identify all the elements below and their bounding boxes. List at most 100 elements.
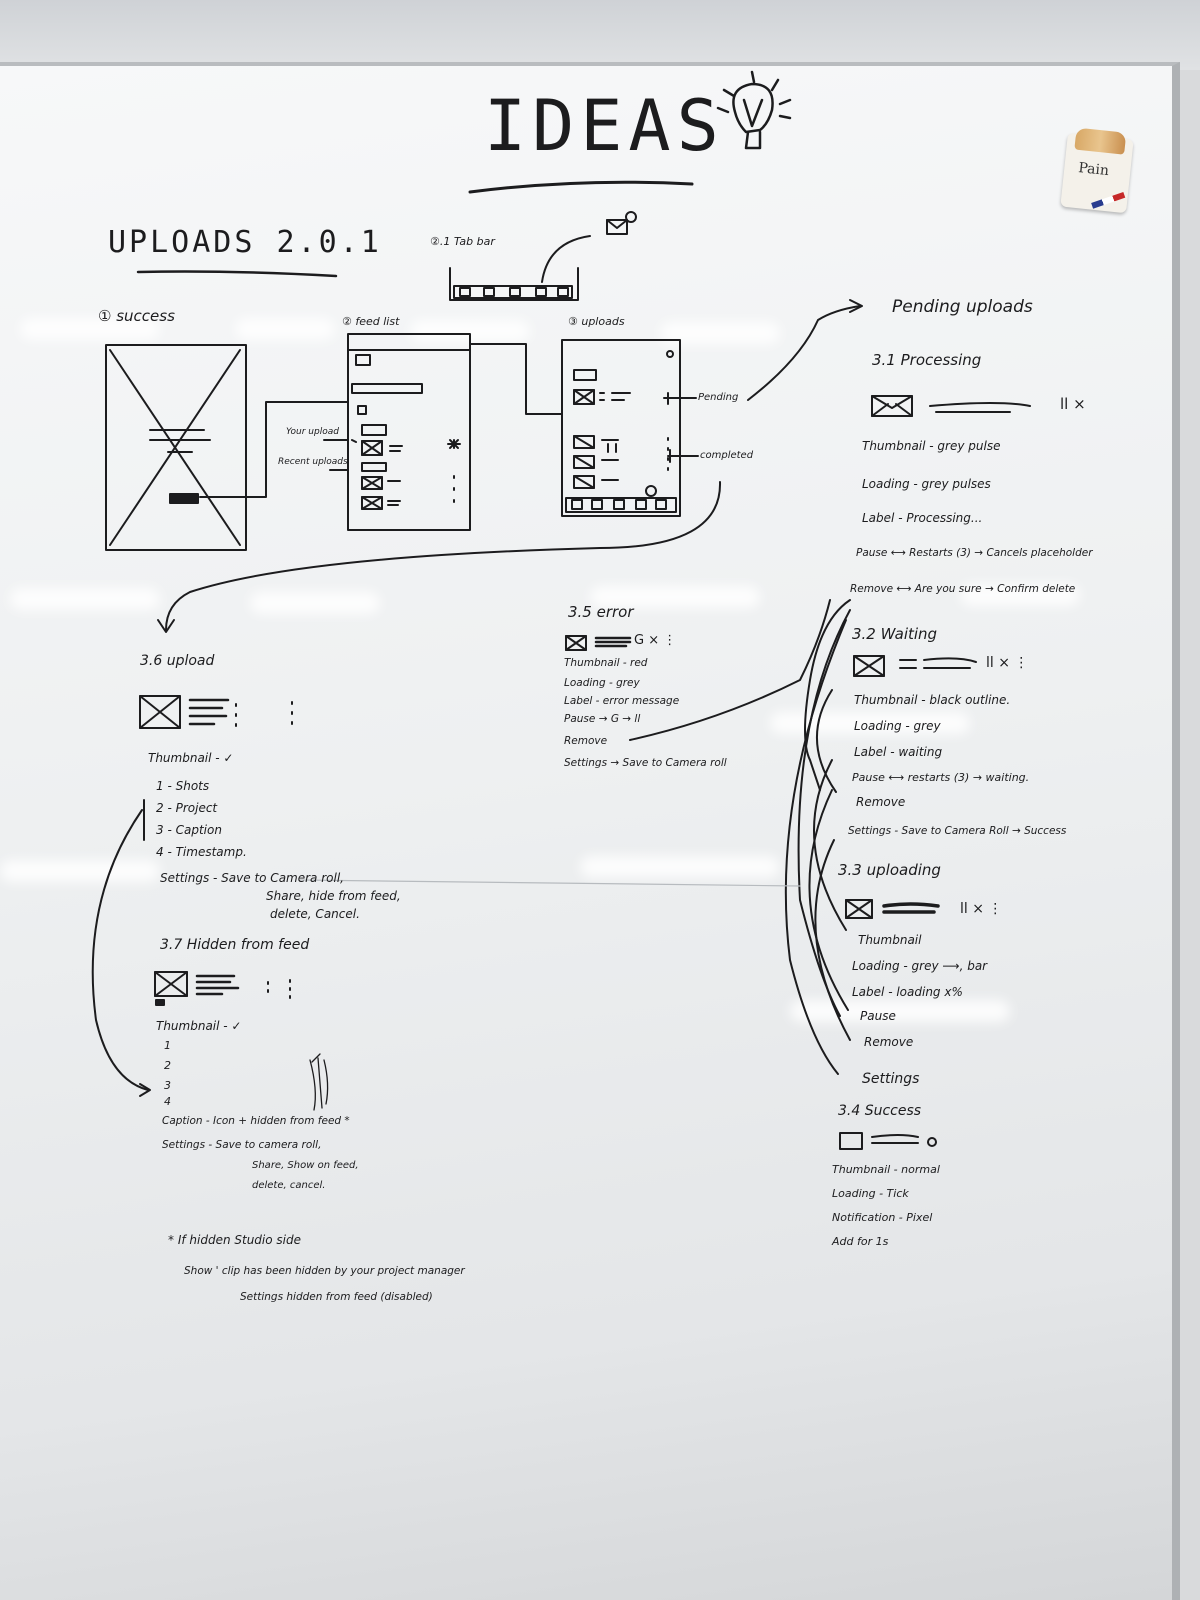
success-phone-wireframe bbox=[105, 344, 247, 551]
arrow-head bbox=[157, 619, 175, 633]
sketch-label: Your upload bbox=[286, 427, 339, 437]
glare-reflection bbox=[590, 586, 760, 608]
glare-reflection bbox=[0, 860, 160, 882]
hidden-row-sketch bbox=[154, 971, 291, 1006]
board-subtitle: UPLOADS 2.0.1 bbox=[108, 225, 382, 260]
faint-line bbox=[299, 879, 801, 887]
section-title: 3.2 Waiting bbox=[852, 625, 938, 643]
note-line: 1 bbox=[164, 1039, 171, 1052]
row-controls: ll × ⋮ bbox=[960, 901, 1003, 917]
note-line: Pause ⟷ Restarts (3) → Cancels placehold… bbox=[856, 547, 1093, 559]
arrow-to-upload bbox=[165, 481, 722, 631]
section-title: 3.6 upload bbox=[140, 653, 215, 669]
footnote-line: * If hidden Studio side bbox=[168, 1233, 301, 1247]
glare-reflection bbox=[250, 592, 380, 614]
glare-reflection bbox=[235, 318, 335, 340]
glare-reflection bbox=[580, 856, 780, 878]
sketch-label: ② feed list bbox=[342, 315, 400, 328]
arrow-from-error bbox=[629, 599, 831, 741]
row-controls: ll × bbox=[1060, 395, 1086, 413]
row-controls: ll × ⋮ bbox=[986, 655, 1029, 671]
note-line: Label - Processing... bbox=[862, 511, 983, 525]
success-row-sketch bbox=[839, 1132, 937, 1150]
section-title: 3.3 uploading bbox=[838, 861, 941, 879]
note-line: Loading - grey ⟶, bar bbox=[852, 959, 988, 973]
section-title: 3.7 Hidden from feed bbox=[160, 937, 310, 953]
glare-reflection bbox=[960, 584, 1080, 606]
arrow-group-left bbox=[804, 599, 851, 791]
note-line: delete, cancel. bbox=[252, 1180, 326, 1191]
section-title: 3.4 Success bbox=[838, 1103, 922, 1119]
row-controls: G × ⋮ bbox=[634, 633, 677, 648]
arrow-head bbox=[849, 299, 863, 313]
note-line: Label - loading x% bbox=[852, 985, 963, 999]
glare-reflection bbox=[660, 322, 780, 344]
arrow-to-pending bbox=[747, 305, 861, 401]
note-line: Loading - grey bbox=[854, 719, 941, 733]
uploads-phone-wireframe bbox=[561, 339, 681, 517]
note-line: 3 bbox=[164, 1079, 171, 1092]
note-line: Add for 1s bbox=[832, 1235, 889, 1248]
sketch-label: Recent uploads bbox=[278, 457, 348, 467]
note-line: Pause → G → ll bbox=[564, 713, 641, 725]
note-line: 2 - Project bbox=[156, 801, 218, 815]
completed-pointer bbox=[667, 449, 699, 463]
scribble-mark bbox=[309, 1053, 329, 1111]
section-title: 3.1 Processing bbox=[872, 351, 982, 369]
note-line: Thumbnail bbox=[858, 933, 922, 947]
arrow-head bbox=[139, 1083, 151, 1097]
arrow-group-left bbox=[784, 619, 847, 1075]
title-underline bbox=[468, 180, 694, 194]
note-line: Remove bbox=[856, 795, 906, 809]
upload-row-sketch bbox=[139, 695, 293, 729]
sketch-label: Pending bbox=[698, 392, 739, 403]
arrow-group-left bbox=[815, 689, 837, 793]
note-line: Share, Show on feed, bbox=[252, 1160, 359, 1171]
glare-reflection bbox=[10, 588, 160, 610]
note-line: 2 bbox=[164, 1059, 171, 1072]
whiteboard bbox=[0, 62, 1180, 1600]
note-line: Settings bbox=[862, 1071, 920, 1087]
note-line: Loading - Tick bbox=[832, 1187, 909, 1200]
subtitle-underline bbox=[136, 270, 338, 278]
note-line: Thumbnail - normal bbox=[832, 1163, 940, 1176]
note-line: Label - waiting bbox=[854, 745, 943, 759]
wall-background bbox=[0, 0, 1200, 70]
footnote-line: Settings hidden from feed (disabled) bbox=[240, 1291, 433, 1303]
sketch-label: completed bbox=[700, 450, 754, 461]
note-line: Settings - Save to Camera Roll → Success bbox=[848, 825, 1067, 837]
glare-reflection bbox=[20, 318, 160, 340]
note-line: Notification - Pixel bbox=[832, 1211, 933, 1224]
board-title: IDEAS bbox=[484, 85, 725, 167]
note-line: 4 bbox=[164, 1095, 171, 1108]
note-line: Thumbnail - ✓ bbox=[148, 751, 234, 765]
lightbulb-icon bbox=[716, 70, 792, 150]
note-line: Remove ⟷ Are you sure → Confirm delete bbox=[850, 583, 1076, 595]
feed-list-phone-wireframe bbox=[347, 333, 471, 531]
note-line: Loading - grey pulses bbox=[862, 477, 991, 491]
tab-bar-wireframe bbox=[449, 211, 637, 301]
arrow-group-left bbox=[808, 789, 849, 1011]
section-title: 3.5 error bbox=[568, 603, 634, 621]
sketch-label: ③ uploads bbox=[568, 315, 625, 328]
note-line: 1 - Shots bbox=[156, 779, 210, 793]
note-line: 4 - Timestamp. bbox=[156, 845, 247, 859]
glare-reflection bbox=[410, 320, 530, 342]
note-line: 3 - Caption bbox=[156, 823, 222, 837]
note-line: Share, hide from feed, bbox=[266, 889, 401, 903]
arrow-settings-link bbox=[91, 809, 149, 1091]
arrow-group-left bbox=[797, 609, 851, 1017]
processing-row-sketch bbox=[871, 395, 1031, 417]
note-line: Settings → Save to Camera roll bbox=[564, 757, 727, 769]
note-line: Thumbnail - red bbox=[564, 657, 648, 669]
note-line: Thumbnail - grey pulse bbox=[862, 439, 1001, 453]
waiting-row-sketch bbox=[853, 655, 977, 677]
note-line: Settings - Save to camera roll, bbox=[162, 1139, 322, 1151]
note-line: Caption - Icon + hidden from feed * bbox=[162, 1115, 350, 1127]
sketch-label: ②.1 Tab bar bbox=[430, 235, 495, 248]
pending-pointer bbox=[663, 392, 697, 405]
arrow-group-left bbox=[814, 839, 851, 1041]
connector-line bbox=[199, 401, 357, 498]
connector-line bbox=[469, 343, 563, 415]
